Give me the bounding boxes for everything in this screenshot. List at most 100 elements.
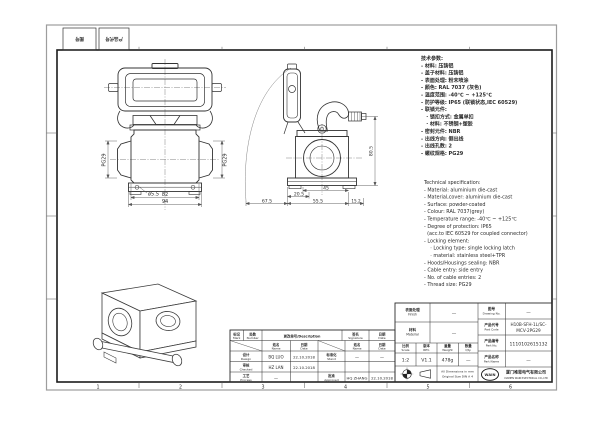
side-body [287, 130, 357, 190]
tb-qty-cn: 数量 [464, 343, 472, 348]
tb-part-no-value: 1110102615132 [510, 342, 548, 348]
specs-en-line: - Locking element: [424, 238, 470, 244]
dim-pg29-right: PG29 [223, 153, 229, 166]
corner-block: 图号 产品代号 [62, 27, 130, 51]
rev-hdr-date2-cn: 日期 [379, 342, 386, 347]
tb-part-no-en: Part No. [486, 343, 498, 347]
specs-cn-line: - 联锁元件: [421, 106, 447, 113]
rev-design-date: 22.10.2018 [293, 355, 315, 360]
isometric-view [92, 283, 198, 367]
tb-qty-en: Qty. [465, 348, 471, 352]
specs-cn-line: - 材料: 压铸铝 [421, 62, 454, 69]
rev-checked-date: 22.10.2018 [293, 365, 315, 370]
tb-note-line2: Original Size DIN A 4 [442, 375, 473, 379]
dim-45: 45 [323, 185, 329, 191]
rev-hdr-name2-en: Name [353, 347, 362, 351]
corner-box2-text: 产品代号 [105, 36, 123, 43]
tb-weight-cn: 重量 [444, 343, 451, 348]
tb-part-no-cn: 产品编号 [484, 338, 499, 343]
tb-weight-en: Weight [442, 348, 453, 352]
side-gland [348, 111, 367, 122]
tb-finish-value: — [452, 312, 457, 317]
rev-hdr-name1-cn: 姓名 [272, 342, 280, 347]
rev-design-cn: 设计 [243, 352, 250, 357]
tb-part-code-value-line2: MCV-2PG29 [516, 328, 541, 333]
grid-number-4: 4 [344, 384, 347, 390]
tb-part-code-value-line1: H10B-SFH-1L/SC- [510, 322, 547, 327]
tb-part-name-cn: 产品名称 [484, 354, 499, 359]
specs-en-line: - Degree of protection: IP65 [424, 224, 492, 230]
grid-number-5: 5 [426, 384, 429, 390]
grid-number-2: 2 [179, 384, 182, 390]
specs-cn-line: · 锁扣方式: 金属单扣 [421, 113, 474, 120]
cone-symbol-icon [419, 369, 431, 379]
grid-ticks [46, 46, 557, 388]
side-view: 80.5 20.5 45 67.5 55.5 15.2 [245, 63, 378, 206]
rev-hdr-mark-en: Mark [233, 336, 241, 340]
rev-hdr-number-en: Number [247, 336, 260, 340]
rev-hdr-date-en: Date [378, 336, 385, 340]
specs-en-title: Technical specification: [423, 180, 481, 186]
rev-hdr-date2-en: Date [378, 347, 385, 351]
wain-logo-icon [481, 368, 499, 381]
front-dimensions [105, 140, 225, 207]
tb-rev-cn: 版本 [423, 343, 430, 348]
specs-cn-line: - 表面处理: 粉末喷涂 [421, 77, 470, 84]
specs-cn-line: - 温度范围: -40℃ ~ +125℃ [421, 92, 492, 99]
specs-cn-line: - 螺纹规格: PG29 [421, 150, 464, 157]
revision-row-process: 工艺 Process — 批准 Approved HQ ZHANG 22.10.… [240, 373, 393, 382]
specs-en-line: - Cable entry: side entry [424, 268, 483, 274]
specs-en-line: - Surface: powder-coated [424, 202, 486, 208]
specs-en-line: (acc.to IEC 60529 for coupled connector) [424, 231, 528, 237]
specs-cn-line: - 出线方向: 侧出线 [421, 135, 464, 142]
tb-material-cn: 材料 [408, 327, 417, 332]
tb-part-name-value: — [526, 358, 531, 363]
side-dimensions [245, 115, 378, 206]
specs-cn-title: 技术参数: [421, 55, 443, 62]
dim-80-5: 80.5 [369, 146, 375, 156]
front-boss-right [198, 140, 213, 179]
rev-stand-date: — [380, 355, 384, 360]
specs-cn-line: - 密封元件: NBR [421, 128, 461, 135]
tb-scale-en: Scale [401, 348, 409, 352]
front-body [117, 129, 213, 195]
title-block: 表面处理 Finish — 材料 Material — 比例 Scale 版本 … [400, 306, 548, 381]
title-block-lines [229, 302, 553, 383]
specs-en-line: · material: stainless steel+TPR [424, 253, 506, 259]
specs-en-line: - Material,cover: aluminium die-cast [424, 195, 512, 201]
tb-part-code-cn: 产品代号 [484, 322, 499, 327]
rev-design-en: Design [241, 357, 251, 361]
revision-row-design: 设计 Design BQ LUO 22.10.2018 标准化 Stand — … [241, 352, 384, 361]
tb-finish-en: Finish [408, 313, 417, 317]
rev-hdr-name1-en: Name [272, 347, 281, 351]
wain-logo-text: WAIN [485, 373, 496, 377]
rev-stand-name: — [355, 355, 359, 360]
tb-scale-cn: 比例 [402, 343, 409, 348]
rev-process-cn: 工艺 [243, 373, 250, 378]
rev-hdr-number-cn: 处数 [248, 331, 256, 336]
company-name-en: XIAMEN WAIN ELECTRICAL CO.,LTD [504, 376, 548, 380]
rev-hdr-description: 更改单号/Description [284, 334, 321, 339]
specs-en-line: · Locking type: single locking latch [424, 246, 515, 252]
tb-rev-en: REV. [423, 348, 430, 352]
rev-stand-cn: 标准化 [325, 352, 337, 357]
specs-en-line: - Thread size: PG29 [424, 282, 472, 288]
rev-hdr-signature-cn: 签名 [351, 331, 359, 336]
specs-cn: 技术参数: - 材料: 压铸铝 - 盖子材料: 压铸铝 - 表面处理: 粉末喷涂… [421, 55, 517, 157]
grid-number-1: 1 [96, 384, 99, 390]
dim-hole: ø5.5 [148, 192, 159, 198]
rev-process-name: — [274, 376, 278, 381]
tb-drawing-no-cn: 图号 [488, 306, 496, 311]
iso-bale-handle [92, 337, 183, 367]
tb-finish-cn: 表面处理 [404, 307, 420, 312]
front-lid [108, 63, 222, 112]
grid-numbers: 1 2 3 4 5 6 [96, 384, 512, 390]
front-boss-left [117, 140, 132, 179]
rev-design-name: BQ LUO [268, 355, 283, 360]
rev-approved-name: HQ ZHANG [347, 376, 368, 381]
specs-cn-line: - 颜色: RAL 7037 (灰色) [421, 84, 481, 91]
specs-cn-line: - 盖子材料: 压铸铝 [421, 70, 464, 77]
rev-hdr-mark-cn: 标记 [232, 331, 240, 336]
